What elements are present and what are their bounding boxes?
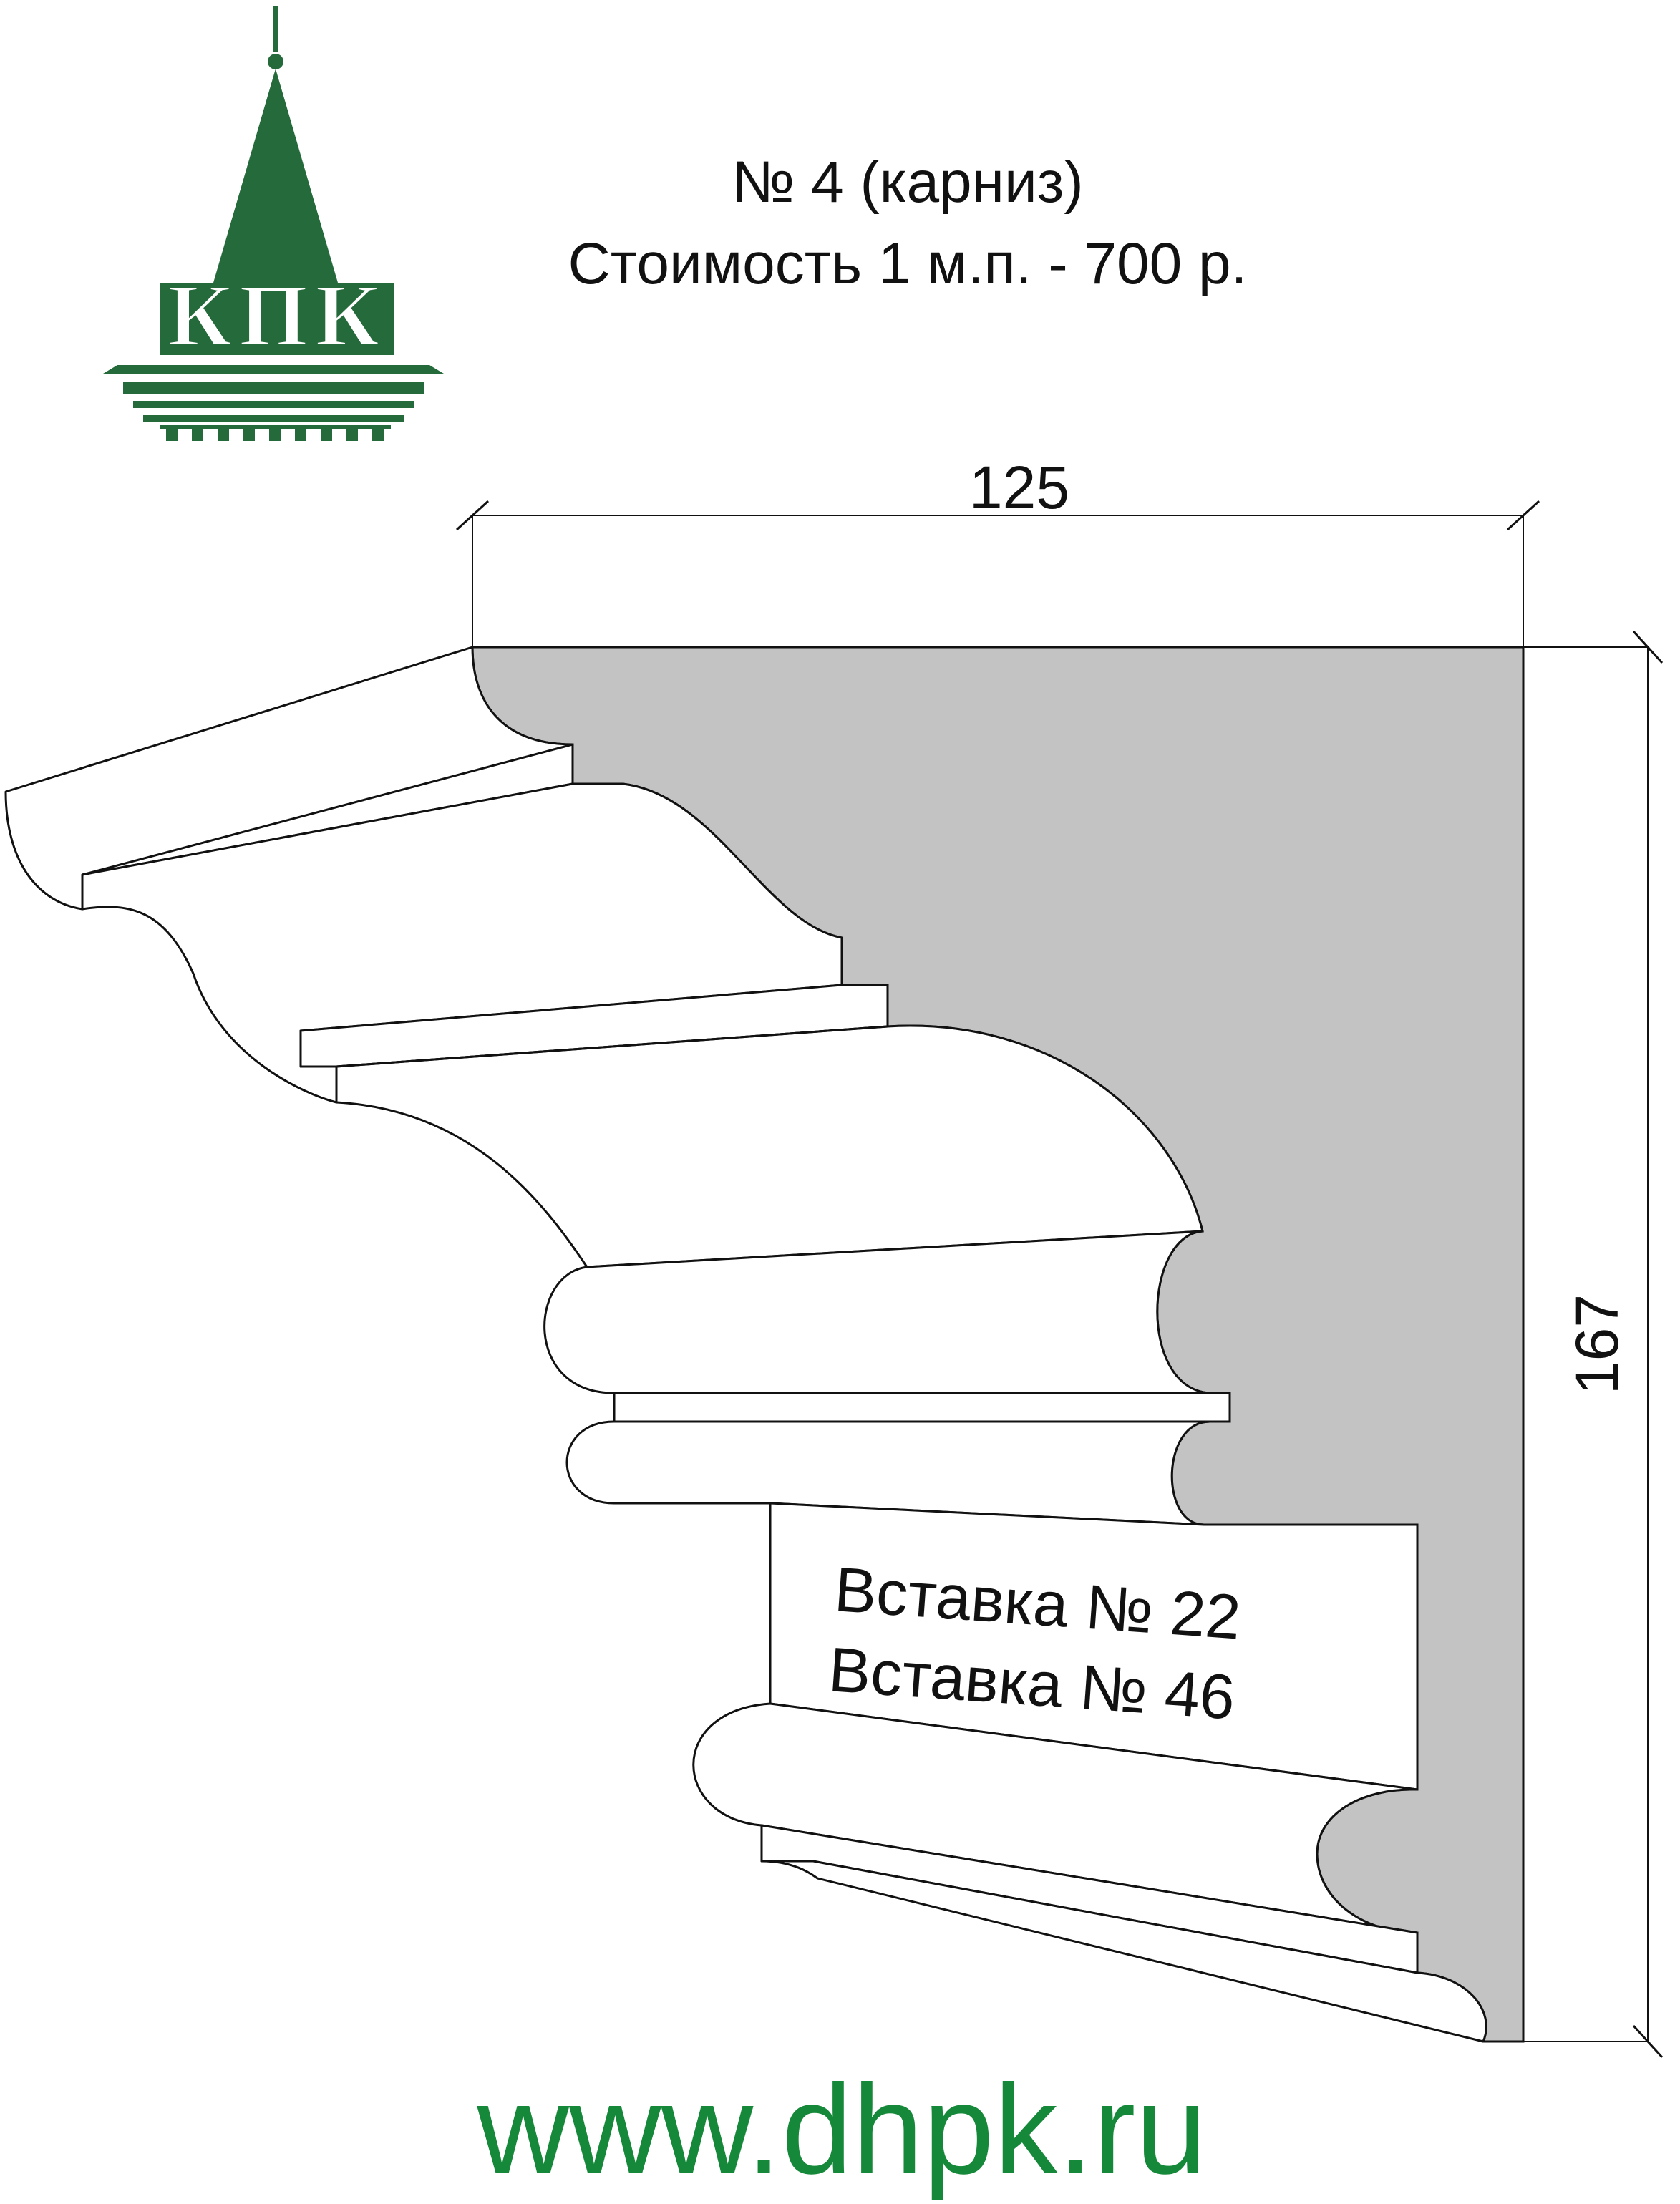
spire-building-logo-icon: КПК xyxy=(103,6,444,441)
width-dimension xyxy=(455,500,1540,647)
title-line-1: № 4 (карниз) xyxy=(732,150,1083,215)
height-label: 167 xyxy=(1563,1294,1631,1394)
logo-text: КПК xyxy=(167,266,387,364)
title-line-2: Стоимость 1 м.п. - 700 р. xyxy=(568,231,1248,296)
footer-url[interactable]: www.dhpk.ru xyxy=(477,2058,1207,2200)
cornice-profile xyxy=(4,646,1487,2043)
height-dimension xyxy=(1523,630,1664,2059)
width-label: 125 xyxy=(969,454,1069,521)
